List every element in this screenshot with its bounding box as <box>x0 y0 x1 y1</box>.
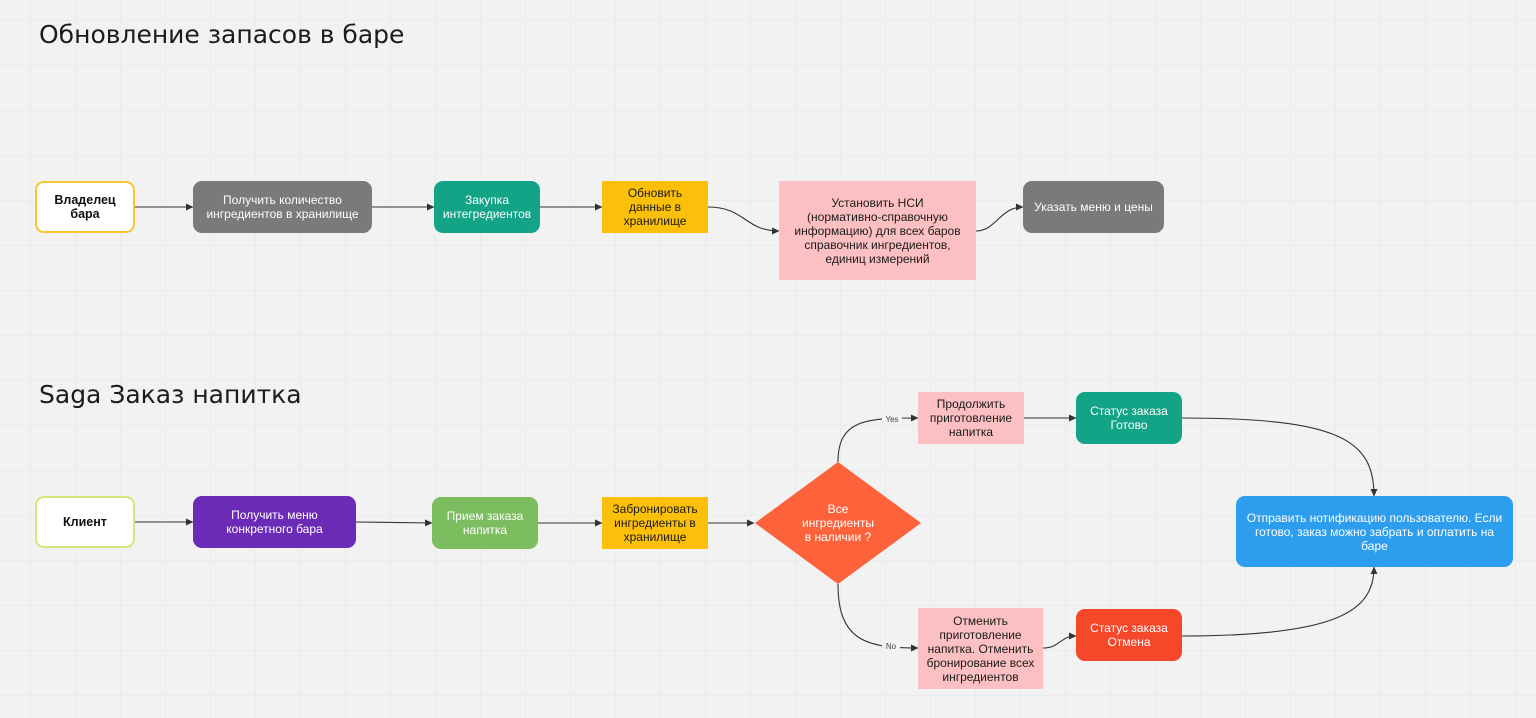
process-cancel[interactable]: Отменить приготовление напитка. Отменить… <box>918 608 1043 689</box>
process-continue-prep[interactable]: Продолжить приготовление напитка <box>918 392 1024 444</box>
decision-all-in-stock[interactable]: Все ингредиенты в наличии ? <box>802 502 874 544</box>
process-reserve[interactable]: Забронировать ингредиенты в хранилище <box>602 497 708 549</box>
edge-cancel-to-status <box>1042 632 1077 649</box>
status-ready[interactable]: Статус заказа Готово <box>1076 392 1182 444</box>
edge-menu-to-accept <box>355 519 433 527</box>
process-get-quantity[interactable]: Получить количество ингредиентов в храни… <box>193 181 372 233</box>
process-purchase[interactable]: Закупка интегредиентов <box>434 181 540 233</box>
start-node-bar-owner[interactable]: Владелец бара <box>35 181 135 233</box>
no-label-bg <box>882 640 900 652</box>
process-update-storage[interactable]: Обновить данные в хранилище <box>602 181 708 233</box>
process-set-menu[interactable]: Указать меню и цены <box>1023 181 1164 233</box>
title-stock-update: Обновление запасов в баре <box>39 20 405 49</box>
edge-nsi-to-menu <box>975 203 1024 232</box>
process-accept-order[interactable]: Прием заказа напитка <box>432 497 538 549</box>
edge-diamond-yes <box>837 414 919 463</box>
process-set-nsi[interactable]: Установить НСИ (нормативно-справочную ин… <box>779 181 976 280</box>
status-cancel[interactable]: Статус заказа Отмена <box>1076 609 1182 661</box>
process-get-menu[interactable]: Получить меню конкретного бара <box>193 496 356 548</box>
decision-diamond <box>755 462 921 584</box>
edge-label-no: No <box>886 642 897 651</box>
process-notify[interactable]: Отправить нотификацию пользователю. Если… <box>1236 496 1513 567</box>
edge-status-cancel-to-notify <box>1181 566 1378 637</box>
edge-diamond-no <box>837 583 919 652</box>
edge-update-to-nsi <box>707 206 780 235</box>
start-node-client[interactable]: Клиент <box>35 496 135 548</box>
yes-label-bg <box>882 413 902 425</box>
title-saga: Saga Заказ напитка <box>39 380 302 409</box>
edge-label-yes: Yes <box>885 415 898 424</box>
edge-ready-to-notify <box>1181 417 1378 497</box>
